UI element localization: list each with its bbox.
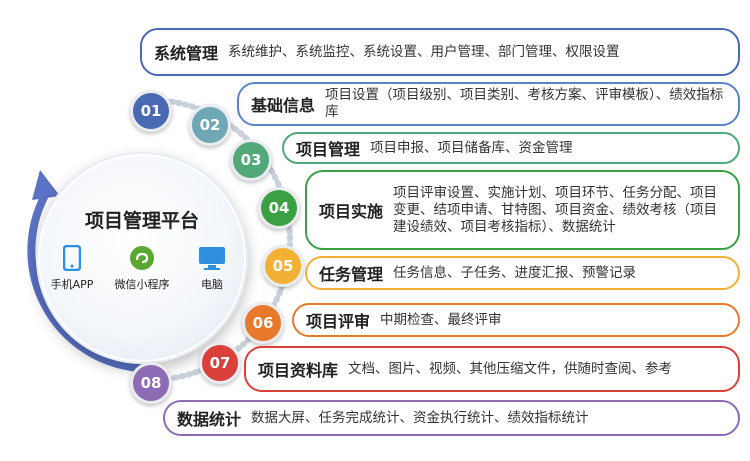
module-desc: 中期检查、最终评审 [380,311,502,328]
module-task-management: 任务管理 任务信息、子任务、进度汇报、预警记录 [305,256,740,290]
step-bubble-04: 04 [258,187,300,229]
module-system-management: 系统管理 系统维护、系统监控、系统设置、用户管理、部门管理、权限设置 [140,28,740,76]
module-desc: 文档、图片、视频、其他压缩文件，供随时查阅、参考 [348,360,673,377]
module-project-implementation: 项目实施 项目评审设置、实施计划、项目环节、任务分配、项目变更、结项申请、甘特图… [305,170,740,250]
app-desktop: 电脑 [180,244,244,292]
module-desc: 项目设置（项目级别、项目类别、考核方案、评审模板）、绩效指标库 [325,87,724,120]
module-title: 项目评审 [306,312,371,331]
module-title: 项目资料库 [258,361,339,380]
module-project-management: 项目管理 项目申报、项目储备库、资金管理 [282,132,740,164]
module-project-library: 项目资料库 文档、图片、视频、其他压缩文件，供随时查阅、参考 [244,346,740,392]
step-bubble-03: 03 [230,139,272,181]
module-title: 数据统计 [177,410,242,429]
hub-title: 项目管理平台 [84,210,199,232]
step-bubble-07: 07 [199,342,241,384]
module-title: 系统管理 [154,44,219,63]
hub-apps: 手机APP 微信小程序 电脑 [38,244,246,292]
module-title: 项目管理 [296,140,361,159]
app-phone: 手机APP [40,244,104,292]
module-project-review: 项目评审 中期检查、最终评审 [292,303,740,337]
step-bubble-08: 08 [130,362,172,404]
module-desc: 项目评审设置、实施计划、项目环节、任务分配、项目变更、结项申请、甘特图、项目资金… [393,184,718,235]
module-desc: 任务信息、子任务、进度汇报、预警记录 [393,264,637,281]
module-title: 基础信息 [251,96,316,115]
app-label-phone: 手机APP [50,278,94,291]
module-data-statistics: 数据统计 数据大屏、任务完成统计、资金执行统计、绩效指标统计 [163,400,740,436]
module-title: 任务管理 [319,265,384,284]
module-basic-info: 基础信息 项目设置（项目级别、项目类别、考核方案、评审模板）、绩效指标库 [237,82,740,126]
module-desc: 项目申报、项目储备库、资金管理 [370,139,573,156]
mini-program-icon [128,244,156,272]
app-mini-program: 微信小程序 [110,244,174,292]
module-desc: 系统维护、系统监控、系统设置、用户管理、部门管理、权限设置 [228,43,620,60]
module-desc: 数据大屏、任务完成统计、资金执行统计、绩效指标统计 [251,409,589,426]
step-bubble-02: 02 [189,104,231,146]
monitor-icon [198,244,226,272]
app-label-desktop: 电脑 [201,278,223,291]
step-bubble-05: 05 [262,245,304,287]
app-label-mini-program: 微信小程序 [114,278,170,291]
module-title: 项目实施 [319,202,384,221]
phone-icon [58,244,86,272]
step-bubble-06: 06 [242,302,284,344]
platform-hub: 项目管理平台 手机APP 微信小程序 电脑 [36,152,248,364]
step-bubble-01: 01 [130,90,172,132]
